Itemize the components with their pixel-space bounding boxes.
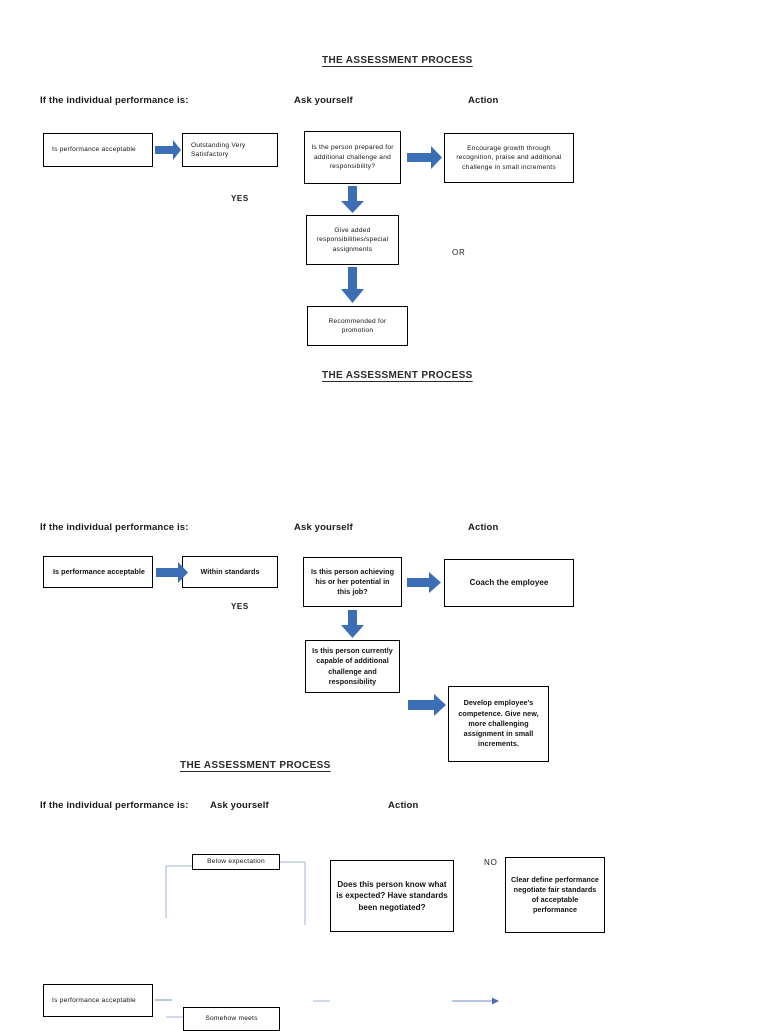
- page-title-3: THE ASSESSMENT PROCESS: [180, 760, 331, 771]
- page-title-1: THE ASSESSMENT PROCESS: [322, 55, 473, 66]
- connector-bracket-3: [165, 861, 306, 925]
- box-action-coach-employee-2[interactable]: Coach the employee: [444, 559, 574, 607]
- box-performance-acceptable-1[interactable]: Is performance acceptable: [43, 133, 153, 167]
- column-header-middle-2: Ask yourself: [294, 522, 353, 533]
- arrow-right-2c: [408, 694, 446, 716]
- box-label: Outstanding Very Satisfactory: [191, 141, 246, 158]
- box-label: Is this person achieving his or her pote…: [310, 566, 395, 597]
- arrow-down-2a: [341, 610, 364, 638]
- box-action-develop-competence-2[interactable]: Develop employee's competence. Give new,…: [448, 686, 549, 762]
- box-rating-outstanding-1[interactable]: Outstanding Very Satisfactory: [182, 133, 278, 167]
- arrow-right-1a: [155, 140, 181, 160]
- column-header-left-3: If the individual performance is:: [40, 800, 189, 811]
- column-header-right-2: Action: [468, 522, 499, 533]
- box-rating-somehow-meets-3[interactable]: Somehow meets: [183, 1007, 280, 1031]
- label-yes-1: YES: [231, 194, 249, 203]
- label-yes-2: YES: [231, 602, 249, 611]
- box-label: Recommended for promotion: [328, 317, 387, 334]
- box-label: Give added responsibilities/special assi…: [316, 226, 389, 253]
- column-header-middle-3: Ask yourself: [210, 800, 269, 811]
- column-header-left-2: If the individual performance is:: [40, 522, 189, 533]
- box-performance-acceptable-3[interactable]: Is performance acceptable: [43, 984, 153, 1017]
- box-label: Is the person prepared for additional ch…: [311, 144, 394, 171]
- column-header-right-1: Action: [468, 95, 499, 106]
- column-header-right-3: Action: [388, 800, 419, 811]
- box-label: Is performance acceptable: [53, 566, 145, 576]
- box-action-clear-define-3[interactable]: Clear define performance negotiate fair …: [505, 857, 605, 933]
- label-or-1: OR: [452, 248, 466, 257]
- column-header-left-1: If the individual performance is:: [40, 95, 189, 106]
- box-label: Does this person know what is expected? …: [336, 879, 448, 912]
- box-label: Below expectation: [207, 858, 265, 866]
- box-label: Encourage growth through recognition, pr…: [456, 144, 562, 171]
- box-rating-below-expectation-3[interactable]: Below expectation: [192, 854, 280, 870]
- box-label: Somehow meets: [205, 1015, 258, 1023]
- box-question-know-expected-3[interactable]: Does this person know what is expected? …: [330, 860, 454, 932]
- box-label: Within standards: [200, 566, 260, 576]
- arrow-down-1b: [341, 267, 364, 303]
- box-rating-within-standards-2[interactable]: Within standards: [182, 556, 278, 588]
- box-question-prepared-1[interactable]: Is the person prepared for additional ch…: [304, 131, 401, 184]
- column-header-middle-1: Ask yourself: [294, 95, 353, 106]
- arrow-down-1a: [341, 186, 364, 213]
- box-label: Coach the employee: [469, 578, 549, 588]
- box-label: Is performance acceptable: [52, 996, 136, 1004]
- box-label: Develop employee's competence. Give new,…: [458, 698, 539, 749]
- box-recommended-promotion-1[interactable]: Recommended for promotion: [307, 306, 408, 346]
- box-question-capable-additional-2[interactable]: Is this person currently capable of addi…: [305, 640, 400, 693]
- box-label: Clear define performance negotiate fair …: [511, 874, 599, 915]
- box-action-encourage-growth-1[interactable]: Encourage growth through recognition, pr…: [444, 133, 574, 183]
- box-label: Is performance acceptable: [52, 146, 136, 154]
- box-label: Is this person currently capable of addi…: [312, 646, 393, 686]
- label-no-3: NO: [484, 858, 498, 867]
- arrow-right-2b: [407, 572, 441, 593]
- page-title-2: THE ASSESSMENT PROCESS: [322, 370, 473, 381]
- box-question-achieving-potential-2[interactable]: Is this person achieving his or her pote…: [303, 557, 402, 607]
- arrow-right-1b: [407, 146, 442, 169]
- box-performance-acceptable-2[interactable]: Is performance acceptable: [43, 556, 153, 588]
- box-added-responsibilities-1[interactable]: Give added responsibilities/special assi…: [306, 215, 399, 265]
